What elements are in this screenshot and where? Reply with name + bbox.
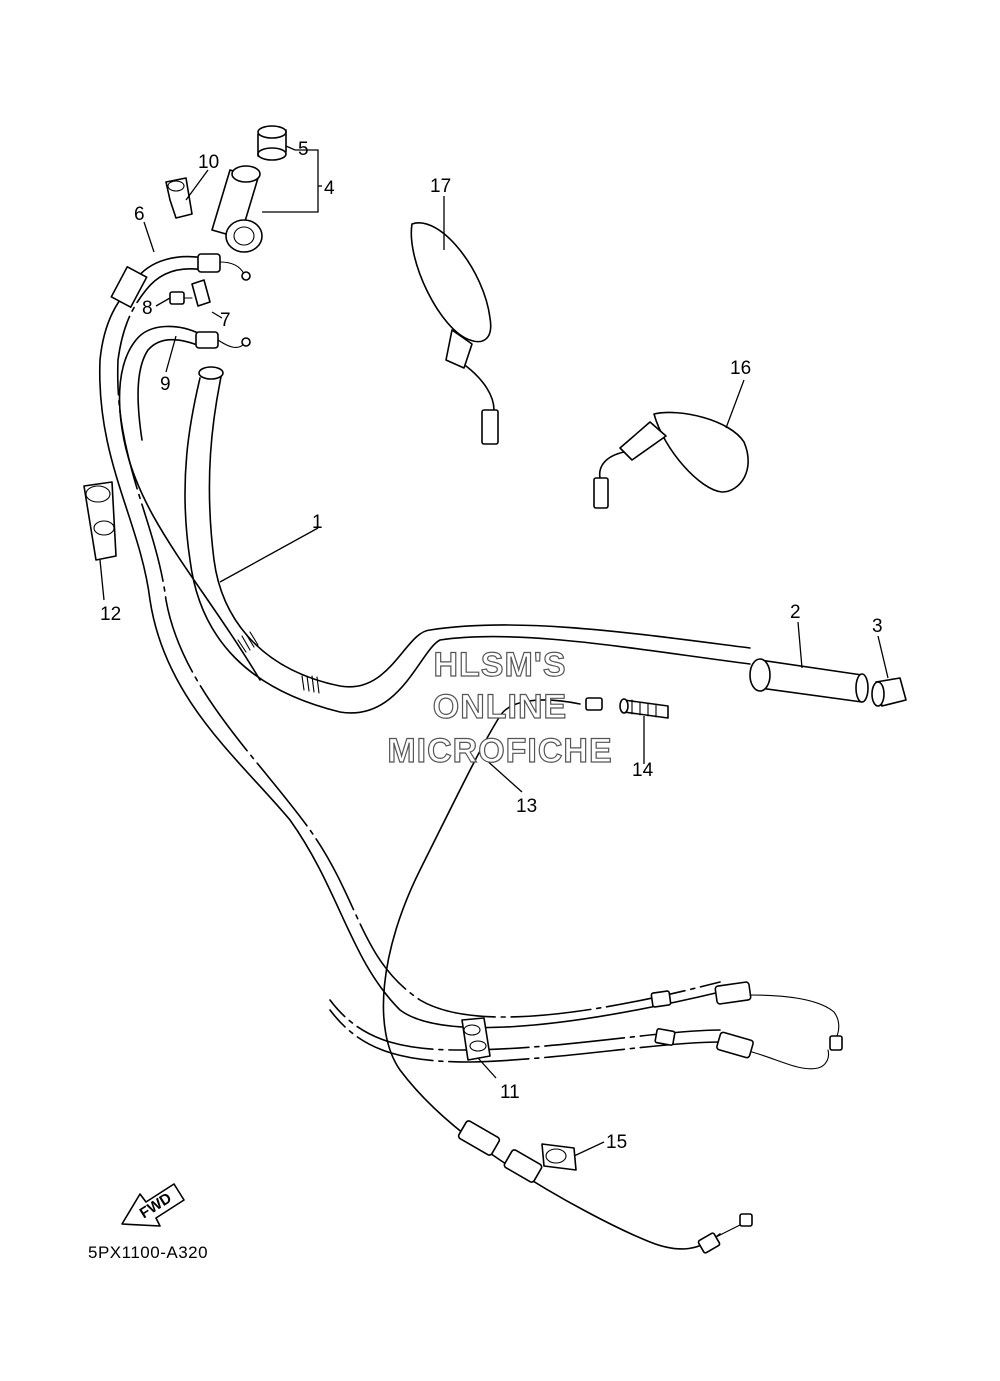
- throttle-cable-fittings: [650, 981, 843, 1070]
- grip-end-collar[interactable]: [257, 125, 287, 161]
- watermark: HLSM'S ONLINE MICROFICHE: [387, 645, 613, 770]
- cable-holder-plate[interactable]: [191, 279, 211, 307]
- clutch-cable-clamp[interactable]: [541, 1143, 577, 1171]
- callout-11: 11: [500, 1082, 520, 1103]
- callout-1: 1: [312, 512, 323, 533]
- throttle-grip-assembly[interactable]: [211, 165, 263, 253]
- rear-view-mirror-right[interactable]: [593, 411, 749, 509]
- callout-4: 4: [324, 178, 335, 199]
- cable-guide[interactable]: [165, 177, 193, 219]
- cable-clamp-left[interactable]: [83, 481, 117, 561]
- callout-6: 6: [134, 204, 145, 225]
- handlebar-grip[interactable]: [749, 658, 869, 703]
- throttle-cable-1[interactable]: [98, 253, 721, 1029]
- callout-12: 12: [100, 604, 121, 625]
- callout-13: 13: [516, 796, 537, 817]
- forward-direction-arrow: FWD: [121, 1183, 185, 1227]
- watermark-line-3: MICROFICHE: [387, 732, 612, 770]
- drawing-code: 5PX1100-A320: [88, 1243, 208, 1262]
- handlebar[interactable]: [184, 366, 751, 714]
- cable-adjuster[interactable]: [619, 698, 669, 719]
- callout-17: 17: [430, 176, 451, 197]
- callout-3: 3: [872, 616, 883, 637]
- callout-10: 10: [198, 152, 219, 173]
- callout-15: 15: [606, 1132, 627, 1153]
- clutch-cable[interactable]: [382, 697, 753, 1254]
- callout-14: 14: [632, 760, 654, 781]
- callout-5: 5: [298, 139, 309, 160]
- callout-7: 7: [220, 310, 231, 331]
- callout-9: 9: [160, 374, 171, 395]
- rear-view-mirror-left[interactable]: [410, 222, 499, 445]
- watermark-line-1: HLSM'S: [433, 646, 566, 684]
- callout-labels: 1 2 3 4 5 6 7 8 9 10 11 12 13 14 15 16 1…: [100, 139, 883, 1153]
- callout-16: 16: [730, 358, 751, 379]
- screw[interactable]: [169, 291, 193, 305]
- callout-8: 8: [142, 298, 153, 319]
- cable-clamp-lower[interactable]: [461, 1017, 491, 1061]
- bar-end-weight[interactable]: [871, 677, 907, 707]
- callout-2: 2: [790, 602, 801, 623]
- watermark-line-2: ONLINE: [433, 688, 567, 726]
- leader-lines: [99, 145, 889, 1157]
- throttle-cable-2[interactable]: [118, 325, 721, 1063]
